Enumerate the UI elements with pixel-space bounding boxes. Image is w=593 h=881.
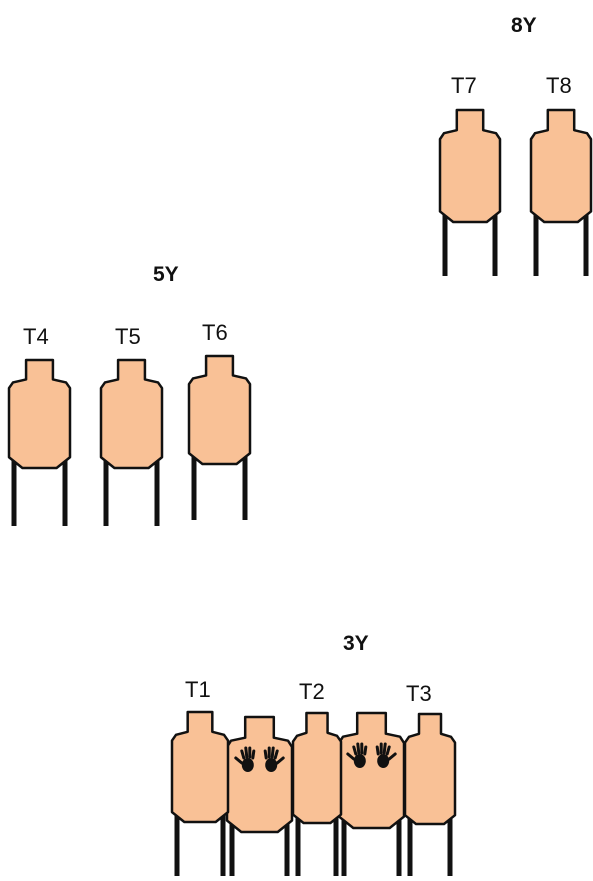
no-shoot-target-1 [225, 715, 294, 834]
target-label-t4: T4 [23, 324, 49, 349]
target-label-t2: T2 [299, 679, 325, 704]
distance-label-3y: 3Y [343, 632, 369, 655]
shoot-target-t1 [170, 710, 230, 824]
shoot-target-t6 [187, 354, 252, 466]
target-label-t5: T5 [115, 324, 141, 349]
shoot-target-t8 [529, 108, 593, 224]
shoot-target-t5 [99, 358, 164, 470]
shoot-target-t7 [438, 108, 502, 224]
distance-label-5y: 5Y [153, 263, 179, 286]
target-label-t6: T6 [202, 320, 228, 345]
no-shoot-target-2 [337, 711, 406, 830]
hand-icon [346, 742, 368, 768]
shoot-target-t3 [403, 712, 457, 826]
hand-icon [234, 746, 256, 772]
target-label-t3: T3 [406, 681, 432, 706]
target-label-t7: T7 [451, 73, 477, 98]
shoot-target-t4 [7, 358, 72, 470]
hand-icon [263, 746, 285, 772]
shoot-target-t2 [291, 711, 343, 825]
target-label-t8: T8 [546, 73, 572, 98]
target-label-t1: T1 [185, 677, 211, 702]
hand-icon [375, 742, 397, 768]
distance-label-8y: 8Y [511, 14, 537, 37]
